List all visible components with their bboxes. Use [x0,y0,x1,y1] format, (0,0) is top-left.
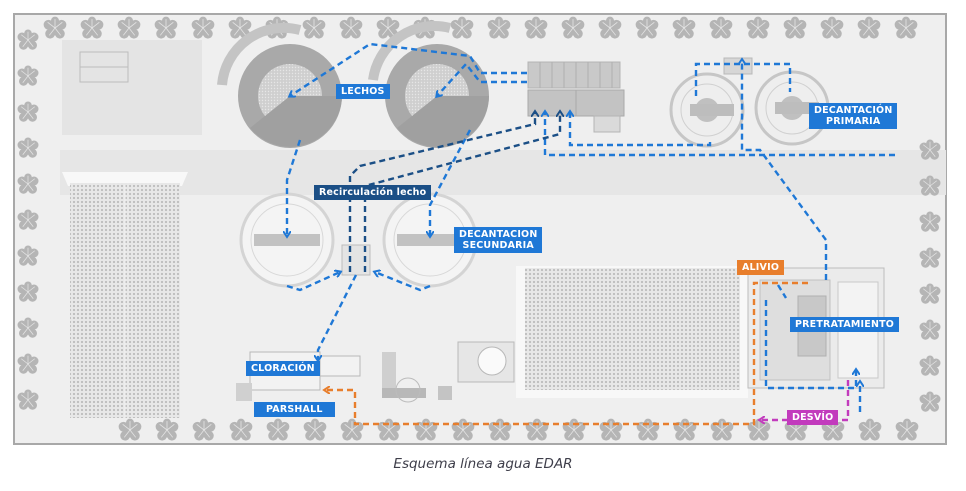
label-cloracion: CLORACIÓN [246,361,320,376]
flow-desvio [760,380,850,420]
central-road [60,150,946,195]
label-decantacion-secundaria-line1: DECANTACION [459,229,538,240]
label-recirculacion-lecho: Recirculación lecho [314,185,432,200]
flow-lechos-to-secundaria-1 [287,139,302,236]
flow-pretratamiento-internal-2 [776,284,788,299]
flow-recirculacion-2 [363,112,560,272]
flow-pretratamiento-internal [764,300,856,390]
parking-area [62,40,202,135]
sludge-dewatering [382,352,426,403]
label-decantacion-secundaria: DECANTACION SECUNDARIA [454,227,543,253]
flow-primaria-to-reactor [570,112,712,147]
decantacion-primaria-1 [669,72,745,148]
label-decantacion-primaria-line1: DECANTACIÓN [814,105,893,116]
label-alivio: ALIVIO [737,260,785,275]
flow-reactor-to-lechos-1 [290,42,527,96]
flow-primaria-to-reactor-2 [545,112,895,157]
flow-alivio [325,281,808,426]
flow-pit-to-cloracion [318,274,358,360]
label-pretratamiento: PRETRATAMIENTO [790,317,900,332]
label-decantacion-primaria-line2: PRIMARIA [826,116,881,127]
flow-reactor-to-lechos-2 [437,62,527,96]
tank-building [438,341,515,400]
flow-recirculacion-1 [348,112,535,272]
label-decantacion-primaria: DECANTACIÓN PRIMARIA [809,103,898,129]
figure-caption: Esquema línea agua EDAR [393,456,573,472]
distribution-box [723,57,753,75]
treatment-plant-plan [13,13,947,445]
label-parshall: PARSHALL [254,402,335,417]
flow-secundaria1-to-pit [286,272,340,292]
label-decantacion-secundaria-line2: SECUNDARIA [462,240,534,251]
flow-distribution [694,62,792,96]
building-left [62,172,188,418]
flow-secundaria2-to-pit [375,272,431,292]
label-desvio: DESVÍO [787,410,839,425]
flow-lechos-to-secundaria-2 [430,129,472,236]
flow-pretratamiento-to-primaria [742,60,828,280]
decantacion-secundaria-1 [239,192,335,288]
label-lechos: LECHOS [336,84,390,99]
building-center [516,266,748,398]
